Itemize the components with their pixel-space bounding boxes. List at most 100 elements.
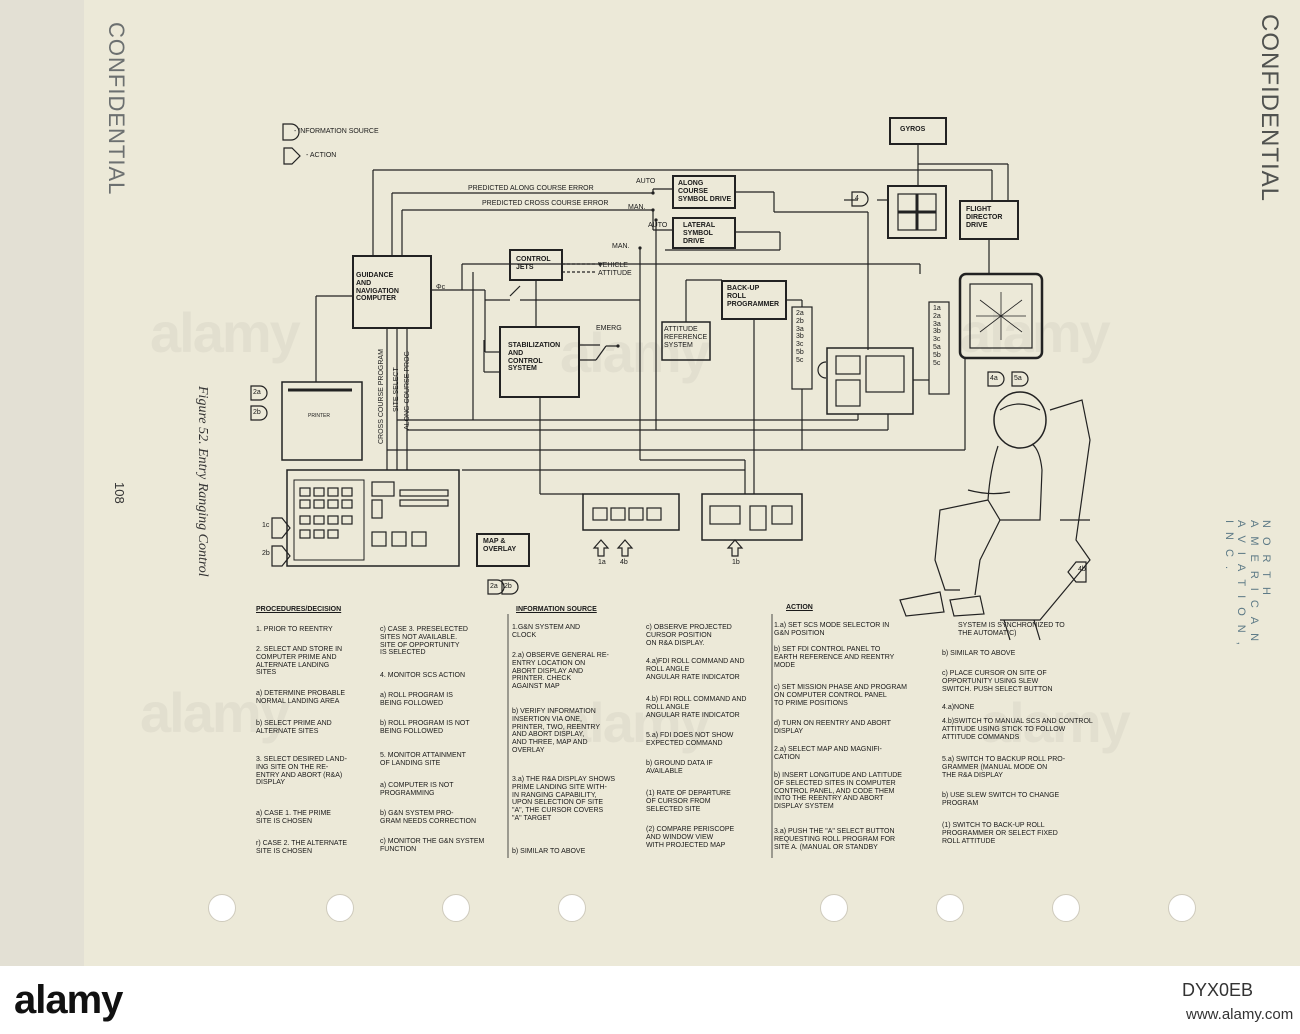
procedure-item: b) ROLL PROGRAM IS NOT BEING FOLLOWED — [380, 720, 505, 736]
cross-course-program-label: CROSS COURSE PROGRAM — [378, 349, 386, 444]
code-label: 5a — [933, 344, 941, 352]
info-item: b) VERIFY INFORMATION INSERTION VIA ONE,… — [512, 708, 652, 755]
code-label: 3c — [933, 336, 941, 344]
info-item: (1) RATE OF DEPARTURE OF CURSOR FROM SEL… — [646, 790, 774, 813]
tag-5a: 5a — [1014, 375, 1022, 383]
tag-4a: 4a — [990, 375, 998, 383]
action-item: b) USE SLEW SWITCH TO CHANGE PROGRAM — [942, 792, 1122, 808]
procedure-item: a) COMPUTER IS NOT PROGRAMMING — [380, 782, 505, 798]
tag-4b: 4b — [1078, 566, 1086, 574]
stock-logo: alamy — [14, 978, 122, 1023]
procedure-item: 4. MONITOR SCS ACTION — [380, 672, 505, 680]
site-select-label: SITE SELECT — [393, 367, 401, 412]
flight-director-label: FLIGHT DIRECTOR DRIVE — [966, 206, 1002, 229]
info-item: b) SIMILAR TO ABOVE — [512, 848, 652, 856]
code-label: 3b — [933, 328, 941, 336]
vehicle-attitude-label: VEHICLE ATTITUDE — [598, 262, 632, 278]
action-item: (1) SWITCH TO BACK-UP ROLL PROGRAMMER OR… — [942, 822, 1122, 845]
info-item: 4.a)FDI ROLL COMMAND AND ROLL ANGLE ANGU… — [646, 658, 774, 681]
procedure-item: b) SELECT PRIME AND ALTERNATE SITES — [256, 720, 381, 736]
predicted-along-course-label: PREDICTED ALONG COURSE ERROR — [468, 185, 594, 193]
info-item: 4.b) FDI ROLL COMMAND AND ROLL ANGLE ANG… — [646, 696, 774, 719]
tag-1a: 1a — [598, 559, 606, 567]
action-item: c) SET MISSION PHASE AND PROGRAM ON COMP… — [774, 684, 940, 707]
code-label: 3a — [933, 321, 941, 329]
man-label: MAN. — [612, 243, 630, 251]
tag-2a: 2a — [490, 583, 498, 591]
code-label: 3b — [796, 333, 804, 341]
stabilization-label: STABILIZATION AND CONTROL SYSTEM — [508, 342, 560, 373]
procedure-item: 5. MONITOR ATTAINMENT OF LANDING SITE — [380, 752, 505, 768]
action-item: b) SIMILAR TO ABOVE — [942, 650, 1122, 658]
predicted-cross-course-label: PREDICTED CROSS COURSE ERROR — [482, 200, 608, 208]
action-item: 3.a) PUSH THE "A" SELECT BUTTON REQUESTI… — [774, 828, 940, 851]
action-item: 4.b)SWITCH TO MANUAL SCS AND CONTROL ATT… — [942, 718, 1122, 741]
code-label: 5c — [933, 360, 941, 368]
code-label: 5b — [796, 349, 804, 357]
info-item: c) OBSERVE PROJECTED CURSOR POSITION ON … — [646, 624, 774, 647]
action-item: 1.a) SET SCS MODE SELECTOR IN G&N POSITI… — [774, 622, 940, 638]
action-item: 2.a) SELECT MAP AND MAGNIFI- CATION — [774, 746, 940, 762]
attitude-reference-label: ATTITUDE REFERENCE SYSTEM — [664, 326, 707, 349]
gyros-label: GYROS — [900, 126, 925, 134]
procedure-item: b) G&N SYSTEM PRO- GRAM NEEDS CORRECTION — [380, 810, 505, 826]
procedure-item: 3. SELECT DESIRED LAND- ING SITE ON THE … — [256, 756, 381, 787]
legend-action: - ACTION — [306, 152, 336, 160]
along-course-prog-label: ALONG COURSE PROG — [404, 351, 412, 430]
action-heading: ACTION — [786, 604, 813, 612]
information-source-heading: INFORMATION SOURCE — [516, 606, 597, 614]
procedure-item: c) MONITOR THE G&N SYSTEM FUNCTION — [380, 838, 505, 854]
stock-footer — [0, 966, 1300, 1034]
code-label: 2a — [796, 310, 804, 318]
guidance-computer-label: GUIDANCE AND NAVIGATION COMPUTER — [356, 272, 399, 303]
tag-2a: 2a — [253, 389, 261, 397]
info-item: 5.a) FDI DOES NOT SHOW EXPECTED COMMAND — [646, 732, 774, 748]
info-item: 1.G&N SYSTEM AND CLOCK — [512, 624, 652, 640]
action-item: SYSTEM IS SYNCHRONIZED TO THE AUTOMATIC) — [958, 622, 1128, 638]
procedure-item: r) CASE 2. THE ALTERNATE SITE IS CHOSEN — [256, 840, 381, 856]
info-item: 3.a) THE R&A DISPLAY SHOWS PRIME LANDING… — [512, 776, 652, 823]
action-item: c) PLACE CURSOR ON SITE OF OPPORTUNITY U… — [942, 670, 1122, 693]
control-jets-label: CONTROL JETS — [516, 256, 551, 272]
tag-2b: 2b — [262, 550, 270, 558]
tag-2b: 2b — [504, 583, 512, 591]
man-label: MAN. — [628, 204, 646, 212]
code-label: 1a — [933, 305, 941, 313]
procedure-item: c) CASE 3. PRESELECTED SITES NOT AVAILAB… — [380, 626, 505, 657]
code-stack-right: 1a 2a 3a 3b 3c 5a 5b 5c — [933, 305, 941, 368]
procedure-item: 2. SELECT AND STORE IN COMPUTER PRIME AN… — [256, 646, 381, 677]
tag-1b: 1b — [732, 559, 740, 567]
code-label: 2a — [933, 313, 941, 321]
code-label: 5c — [796, 357, 804, 365]
legend-information-source: - INFORMATION SOURCE — [294, 128, 379, 136]
procedure-item: 1. PRIOR TO REENTRY — [256, 626, 381, 634]
info-item: (2) COMPARE PERISCOPE AND WINDOW VIEW WI… — [646, 826, 774, 849]
phi-c-label: Φc — [436, 284, 445, 292]
tag-4: 4 — [855, 195, 859, 203]
tag-4b: 4b — [620, 559, 628, 567]
auto-label: AUTO — [636, 178, 655, 186]
action-item: d) TURN ON REENTRY AND ABORT DISPLAY — [774, 720, 940, 736]
action-item: 5.a) SWITCH TO BACKUP ROLL PRO- GRAMMER … — [942, 756, 1122, 779]
info-item: b) GROUND DATA IF AVAILABLE — [646, 760, 774, 776]
code-label: 2b — [796, 318, 804, 326]
stock-url: www.alamy.com — [1186, 1006, 1293, 1023]
map-overlay-label: MAP & OVERLAY — [483, 538, 516, 554]
code-label: 3c — [796, 341, 804, 349]
procedures-heading: PROCEDURES/DECISION — [256, 606, 341, 614]
lateral-drive-label: LATERAL SYMBOL DRIVE — [683, 222, 715, 245]
action-item: 4.a)NONE — [942, 704, 1122, 712]
auto-label: AUTO — [648, 222, 667, 230]
code-label: 5b — [933, 352, 941, 360]
code-label: 3a — [796, 326, 804, 334]
action-item: b) INSERT LONGITUDE AND LATITUDE OF SELE… — [774, 772, 940, 811]
stock-image-id: DYX0EB — [1182, 980, 1253, 1001]
procedure-item: a) CASE 1. THE PRIME SITE IS CHOSEN — [256, 810, 381, 826]
tag-1c: 1c — [262, 522, 269, 530]
printer-label: PRINTER — [308, 414, 330, 420]
along-course-drive-label: ALONG COURSE SYMBOL DRIVE — [678, 180, 731, 203]
tag-2b: 2b — [253, 409, 261, 417]
code-stack-left: 2a 2b 3a 3b 3c 5b 5c — [796, 310, 804, 365]
